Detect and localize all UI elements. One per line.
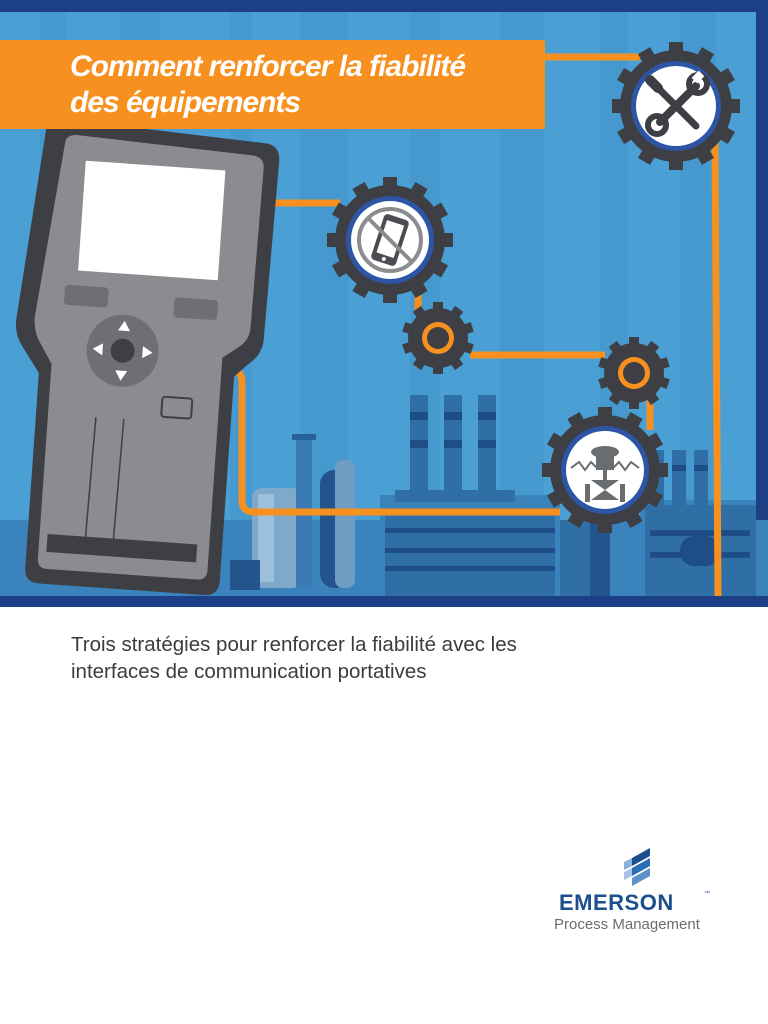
subtitle: Trois stratégies pour renforcer la fiabi… bbox=[71, 631, 671, 685]
title-line-2: des équipements bbox=[70, 86, 301, 119]
brand-trademark: ™ bbox=[704, 891, 710, 897]
brand-tagline: Process Management bbox=[554, 916, 700, 933]
tools-gear-icon bbox=[612, 42, 740, 170]
emerson-logo-icon bbox=[624, 848, 650, 886]
brand-name: EMERSON bbox=[559, 890, 674, 915]
small-gear-left-icon bbox=[402, 302, 474, 374]
no-smartphone-gear-icon bbox=[327, 177, 453, 303]
title-line-1: Comment renforcer la fiabilité bbox=[70, 50, 466, 83]
subtitle-line-1: Trois stratégies pour renforcer la fiabi… bbox=[71, 633, 517, 656]
hero-illustration: Comment renforcer la fiabilité des équip… bbox=[0, 0, 768, 607]
emerson-logo: EMERSON ™ Process Management bbox=[554, 846, 724, 936]
page-title: Comment renforcer la fiabilité des équip… bbox=[70, 49, 540, 121]
title-banner bbox=[0, 40, 545, 129]
subtitle-line-2: interfaces de communication portatives bbox=[71, 660, 427, 683]
small-gear-right-icon bbox=[598, 337, 670, 409]
handheld-communicator-illustration bbox=[15, 118, 280, 596]
control-valve-gear-icon bbox=[542, 407, 668, 533]
